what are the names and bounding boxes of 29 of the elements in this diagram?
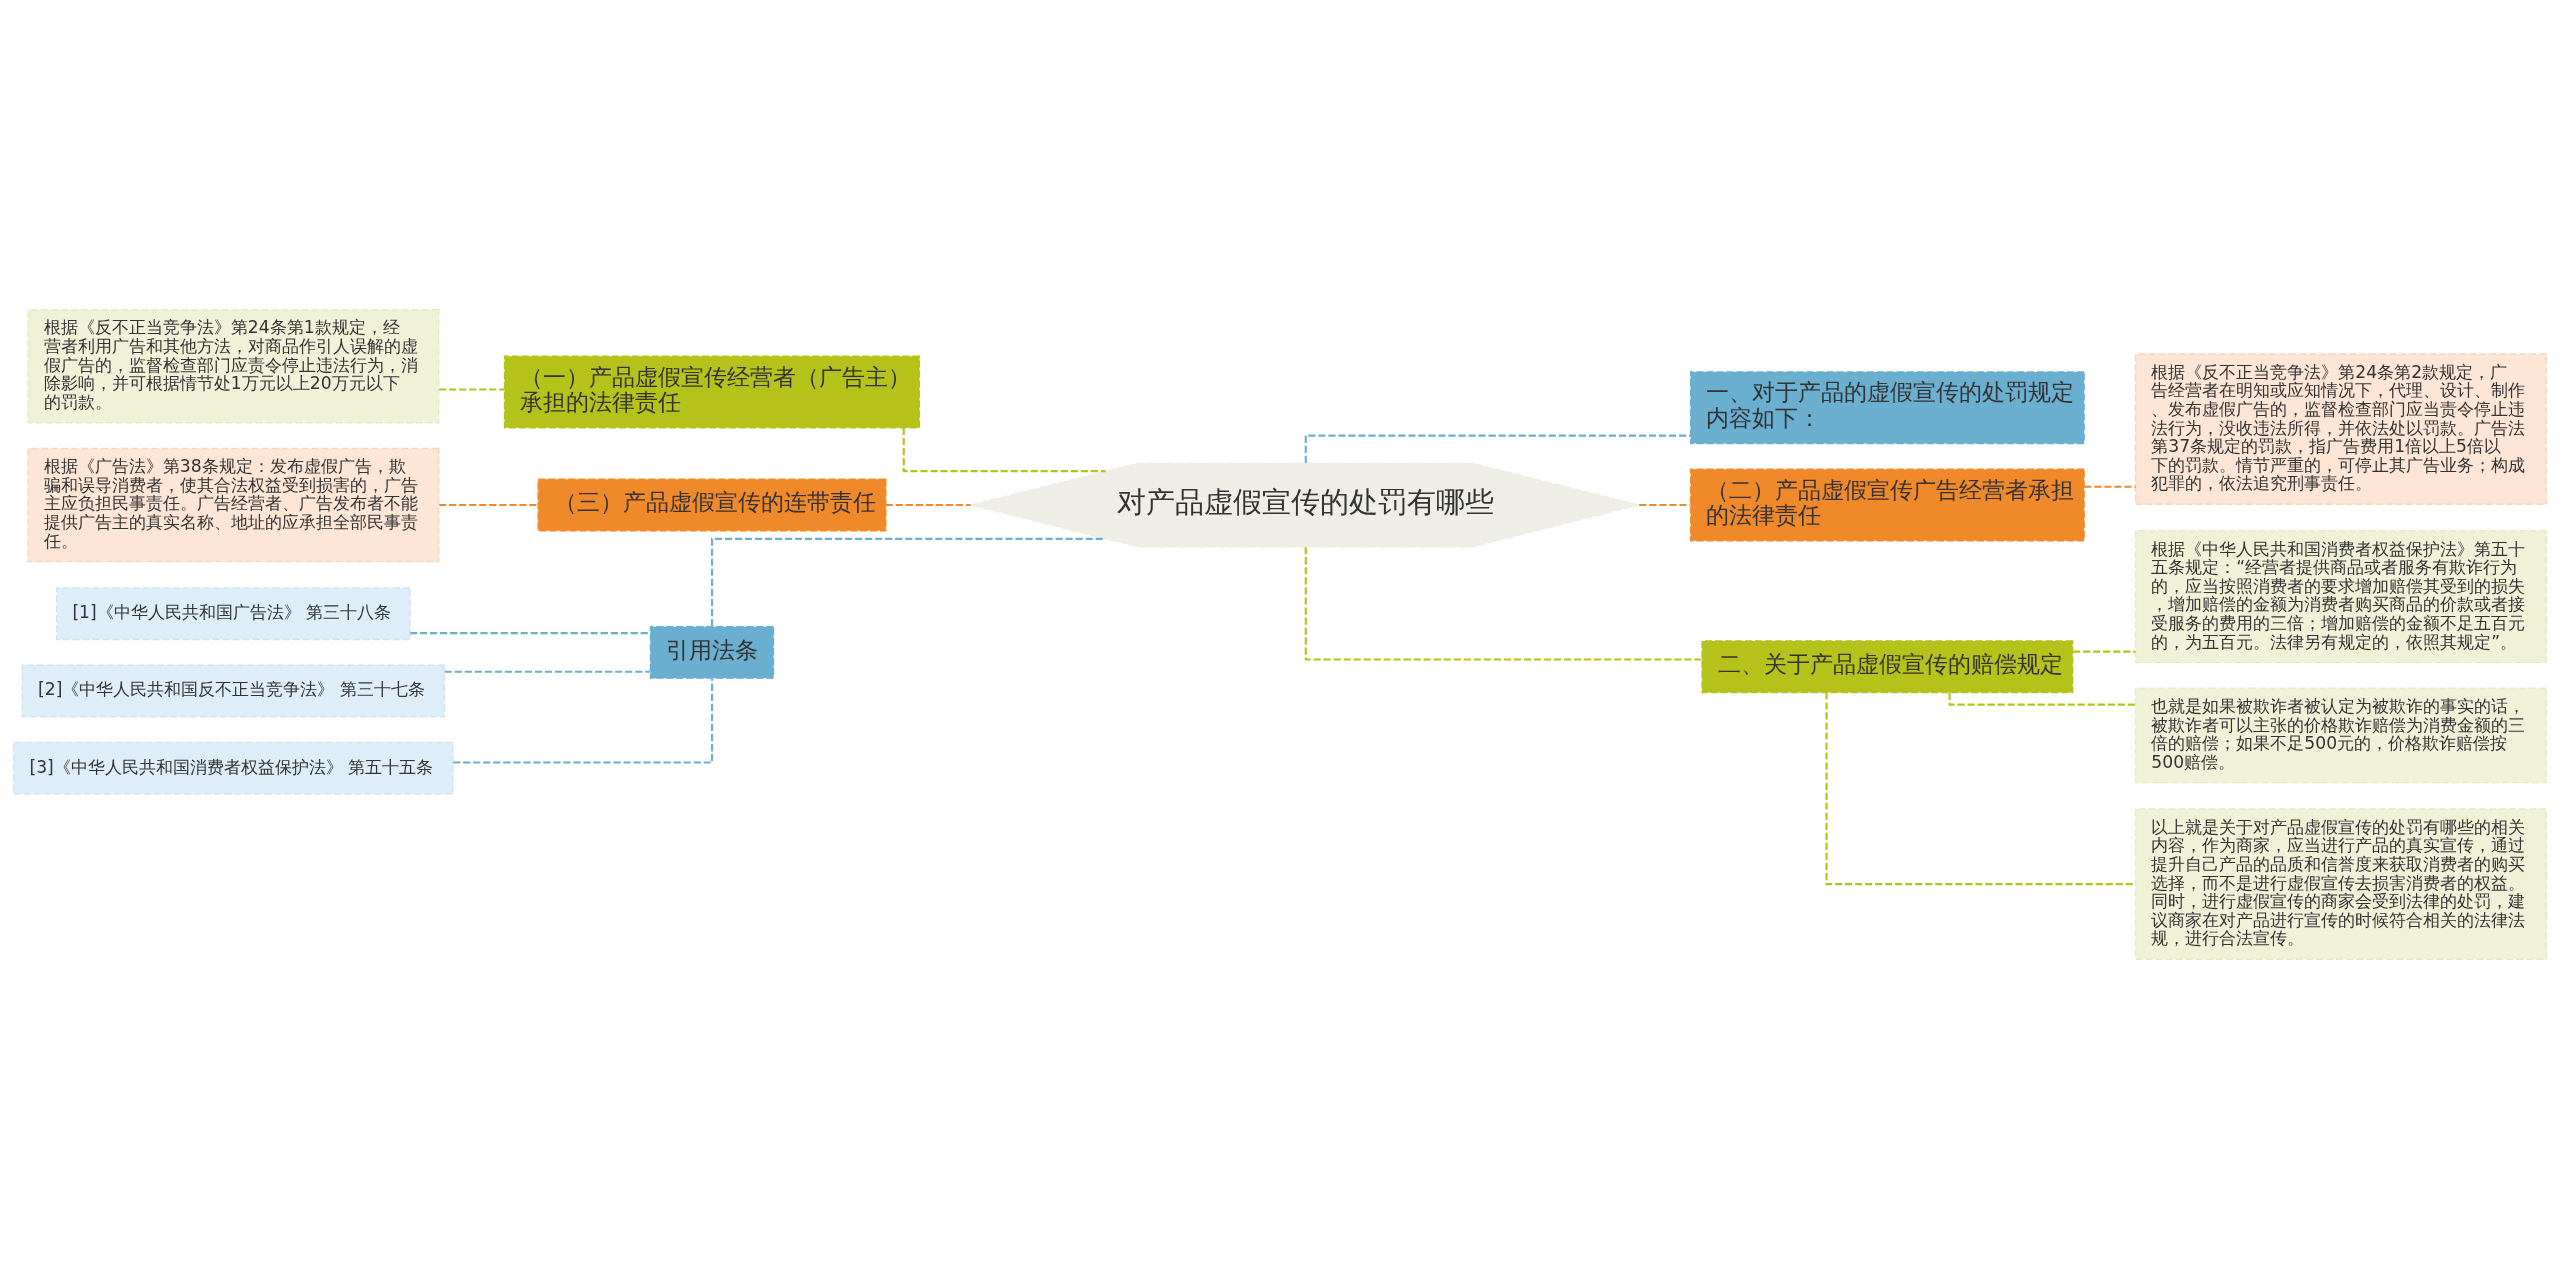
- connector: [902, 427, 1106, 472]
- connector: [453, 678, 714, 764]
- node-box: （二）产品虚假宣传广告经营者承担的法律责任: [1689, 468, 2085, 541]
- node-box: 引用法条: [649, 625, 775, 679]
- node-box: [1]《中华人民共和国广告法》 第三十八条: [55, 586, 411, 640]
- connector: [439, 503, 538, 506]
- node-box: （一）产品虚假宣传经营者（广告主）承担的法律责任: [503, 355, 921, 428]
- connector: [444, 670, 651, 673]
- node-box: （三）产品虚假宣传的连带责任: [537, 478, 887, 531]
- node-box: 一、对于产品的虚假宣传的处罚规定内容如下：: [1689, 370, 2085, 444]
- node-box: 根据《广告法》第38条规定：发布虚假广告，欺骗和误导消费者，使其合法权益受到损害的，广告主应负担民事责任。广告经营者、广告发布者不能提供广告主的真实名称、地址的应承担全部民事责任。: [27, 447, 440, 562]
- connector: [2073, 650, 2136, 653]
- connector: [439, 387, 505, 391]
- node-box: [2]《中华人民共和国反不正当竞争法》 第三十七条: [21, 664, 446, 717]
- connector: [1304, 546, 1702, 661]
- connector: [410, 631, 651, 634]
- node-box: 也就是如果被欺诈者被认定为被欺诈的事实的话，被欺诈者可以主张的价格欺诈赔偿为消费金额的三倍的赔偿；如果不足500元的，价格欺诈赔偿按500赔偿。: [2134, 686, 2547, 783]
- connector: [1825, 692, 2136, 885]
- node-box: 以上就是关于对产品虚假宣传的处罚有哪些的相关内容，作为商家，应当进行产品的真实宣传，通过提升自己产品的品质和信誉度来获取消费者的购买选择，而不是进行虚假宣传去损害消费者的权益。同时，进行虚假宣传的商家会受到法律的处罚，建议商家在对产品进行宣传的时候符合相关的法律法规，进行合法宣传。: [2134, 807, 2547, 960]
- connector: [1948, 692, 2136, 706]
- node-box: 根据《反不正当竞争法》第24条第1款规定，经营者利用广告和其他方法，对商品作引人误解的虚假广告的，监督检查部门应责令停止违法行为，消除影响，并可根据情节处1万元以上20万元以下的罚款。: [27, 308, 440, 423]
- connector: [710, 537, 1106, 626]
- node-box: [3]《中华人民共和国消费者权益保护法》 第五十五条: [13, 741, 454, 795]
- node-box: 二、关于产品虚假宣传的赔偿规定: [1701, 639, 2074, 693]
- node-box: 根据《反不正当竞争法》第24条第2款规定，广告经营者在明知或应知情况下，代理、设计、制作、发布虚假广告的，监督检查部门应当责令停止违法行为，没收违法所得，并依法处以罚款。广告法第37条规定的罚款，指广告费用1倍以上5倍以下的罚款。情节严重的，可停止其广告业务；构成犯罪的，依法追究刑事责任。: [2134, 352, 2547, 505]
- connector: [2084, 485, 2136, 488]
- connector: [1639, 503, 1691, 506]
- connector: [885, 503, 971, 506]
- node-box: 根据《中华人民共和国消费者权益保护法》第五十五条规定：“经营者提供商品或者服务有欺诈行为的，应当按照消费者的要求增加赔偿其受到的损失，增加赔偿的金额为消费者购买商品的价款或者接受服务的费用的三倍；增加赔偿的金额不足五百元的，为五百元。法律另有规定的，依照其规定”。: [2134, 529, 2547, 663]
